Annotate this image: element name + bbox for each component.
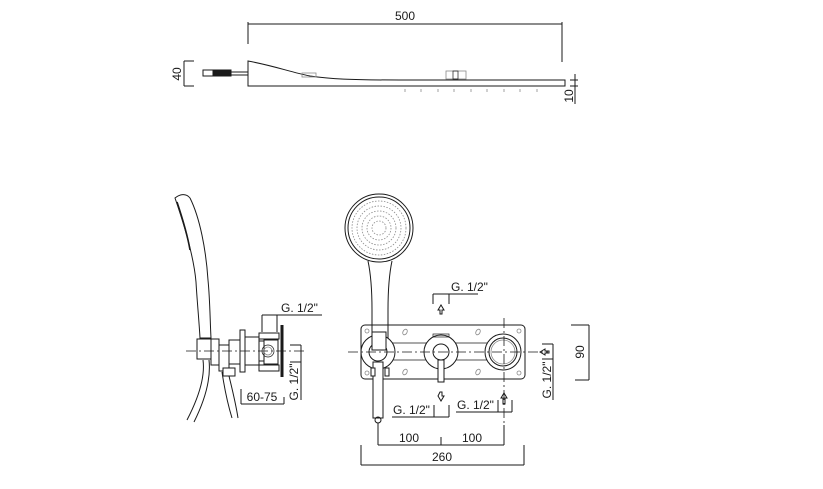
dimension-length-label: 500	[395, 9, 415, 23]
dimension-length: 500	[247, 9, 563, 62]
diverter-knob	[360, 331, 396, 424]
dimension-connection-top-label: G. 1/2"	[281, 301, 318, 315]
dimension-depth-range-label: 60-75	[247, 390, 278, 404]
dimension-inlet-top: G. 1/2"	[432, 280, 488, 315]
outlet-ring	[484, 333, 522, 371]
dimension-outlet-bottom-right-label: G. 1/2"	[457, 398, 494, 412]
dimension-plate-height-label: 90	[573, 345, 587, 359]
dimension-spacing: 100 100	[377, 423, 505, 446]
dimension-height-label: 40	[170, 67, 184, 81]
dimension-spacing-left-label: 100	[399, 431, 419, 445]
shower-head-side-view: 500 40	[170, 9, 578, 104]
dimension-inlet-right: G. 1/2"	[539, 343, 554, 400]
dimension-outlet-bottom-left: G. 1/2"	[392, 391, 450, 418]
hand-shower-head	[344, 193, 414, 346]
dimension-outlet-bottom-left-label: G. 1/2"	[393, 403, 430, 417]
mixer-front-view: G. 1/2" G. 1/2" G. 1/2" G. 1/2"	[344, 193, 590, 466]
dimension-height: 40	[170, 60, 194, 87]
dimension-inlet-right-label: G. 1/2"	[540, 362, 554, 399]
dimension-spacing-right-label: 100	[462, 431, 482, 445]
dimension-connection-side: G. 1/2"	[287, 344, 302, 401]
dimension-outlet-bottom-right: G. 1/2"	[456, 392, 513, 413]
mixer-lever	[423, 333, 459, 383]
dimension-connection-top: G. 1/2"	[261, 301, 322, 332]
dimension-connection-side-label: G. 1/2"	[287, 364, 301, 401]
mixer-side-view: G. 1/2" G. 1/2" 60-75	[174, 194, 322, 423]
dimension-thickness: 10	[562, 74, 578, 104]
dimension-depth-range: 60-75	[240, 389, 285, 405]
dimension-inlet-top-label: G. 1/2"	[451, 280, 488, 294]
dimension-thickness-label: 10	[562, 89, 576, 103]
dimension-total-width-label: 260	[432, 450, 452, 464]
dimension-total-width: 260	[360, 445, 525, 466]
dimension-plate-height: 90	[571, 324, 590, 381]
